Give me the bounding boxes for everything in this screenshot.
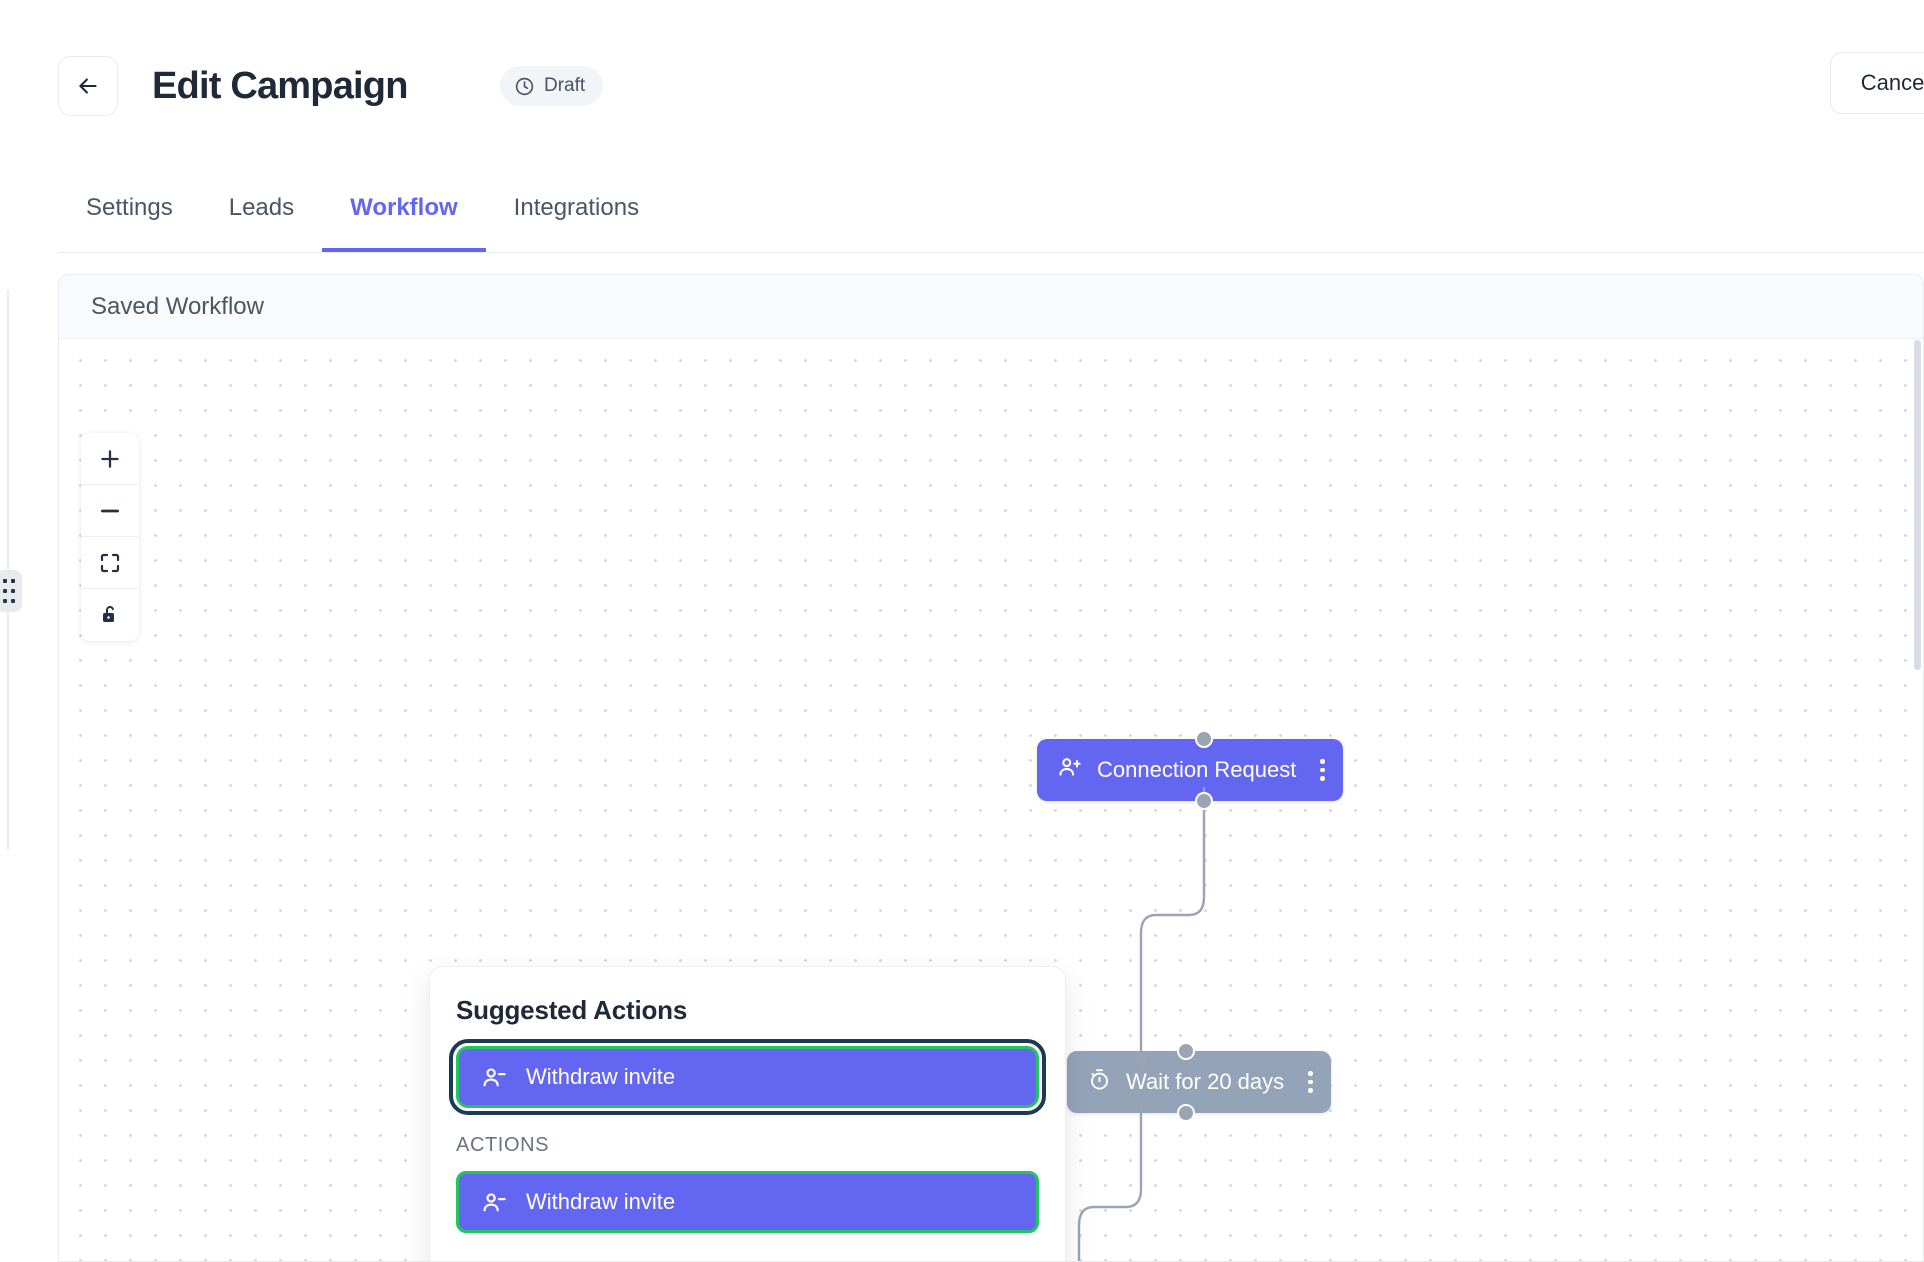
person-remove-icon: [481, 1064, 508, 1091]
arrow-left-icon: [75, 73, 101, 99]
workflow-canvas-title: Saved Workflow: [59, 275, 1923, 339]
edge-connection-to-wait: [1133, 787, 1206, 1071]
suggested-actions-panel: Suggested Actions Withdraw invite ACTION…: [429, 966, 1066, 1261]
lock-toggle-button[interactable]: [81, 589, 139, 641]
more-vertical-icon[interactable]: [1320, 759, 1325, 781]
fit-view-icon: [98, 551, 122, 575]
tab-integrations[interactable]: Integrations: [513, 194, 640, 221]
node-handle-top-wait[interactable]: [1177, 1042, 1195, 1060]
unlock-icon: [98, 603, 122, 627]
workflow-canvas-card: Saved Workflow: [58, 274, 1924, 1262]
action-item-withdraw-invite[interactable]: Withdraw invite: [456, 1171, 1039, 1233]
tab-leads[interactable]: Leads: [228, 194, 295, 221]
workflow-node-label: Wait for 20 days: [1126, 1069, 1285, 1094]
panel-drag-handle[interactable]: [0, 570, 22, 612]
zoom-out-icon: [97, 498, 123, 524]
back-button[interactable]: [58, 56, 118, 116]
status-badge-label: Draft: [544, 75, 586, 96]
page-title: Edit Campaign: [152, 65, 408, 107]
vertical-scrollbar[interactable]: [1914, 340, 1921, 670]
node-handle-bottom-wait[interactable]: [1177, 1104, 1195, 1122]
canvas-controls: [81, 433, 139, 641]
zoom-out-button[interactable]: [81, 485, 139, 537]
edge-wait-to-if: [1077, 1099, 1143, 1261]
workflow-canvas[interactable]: Connection Request Wait for 20 days: [59, 339, 1923, 1261]
more-vertical-icon[interactable]: [1308, 1071, 1313, 1093]
tab-bar-divider: [58, 252, 1924, 253]
fit-view-button[interactable]: [81, 537, 139, 589]
cancel-button[interactable]: Cancel: [1830, 52, 1924, 114]
section-label-flow-control: FLOW CONTROL: [456, 1259, 1039, 1261]
person-add-icon: [1057, 754, 1083, 786]
person-remove-icon: [481, 1189, 508, 1216]
workflow-node-label: Connection Request: [1097, 757, 1297, 782]
workflow-node-connection-request[interactable]: Connection Request: [1037, 739, 1343, 801]
suggested-action-label: Withdraw invite: [526, 1064, 676, 1089]
status-badge: Draft: [500, 66, 604, 106]
action-item-label: Withdraw invite: [526, 1189, 676, 1214]
tab-settings[interactable]: Settings: [86, 194, 173, 221]
suggested-actions-title: Suggested Actions: [456, 995, 688, 1025]
tab-bar: Settings Leads Workflow Integrations: [58, 168, 667, 252]
section-label-actions: ACTIONS: [456, 1134, 550, 1156]
node-handle-bottom-connection[interactable]: [1195, 792, 1213, 810]
clock-icon: [514, 76, 535, 97]
zoom-in-button[interactable]: [81, 433, 139, 485]
node-handle-top-connection[interactable]: [1195, 730, 1213, 748]
suggested-action-withdraw-invite[interactable]: Withdraw invite: [449, 1039, 1046, 1115]
tab-workflow[interactable]: Workflow: [322, 168, 486, 252]
stopwatch-icon: [1087, 1067, 1112, 1098]
workflow-node-wait[interactable]: Wait for 20 days: [1067, 1051, 1331, 1113]
zoom-in-icon: [97, 446, 123, 472]
page-header: Edit Campaign Draft Cancel: [0, 0, 1924, 150]
